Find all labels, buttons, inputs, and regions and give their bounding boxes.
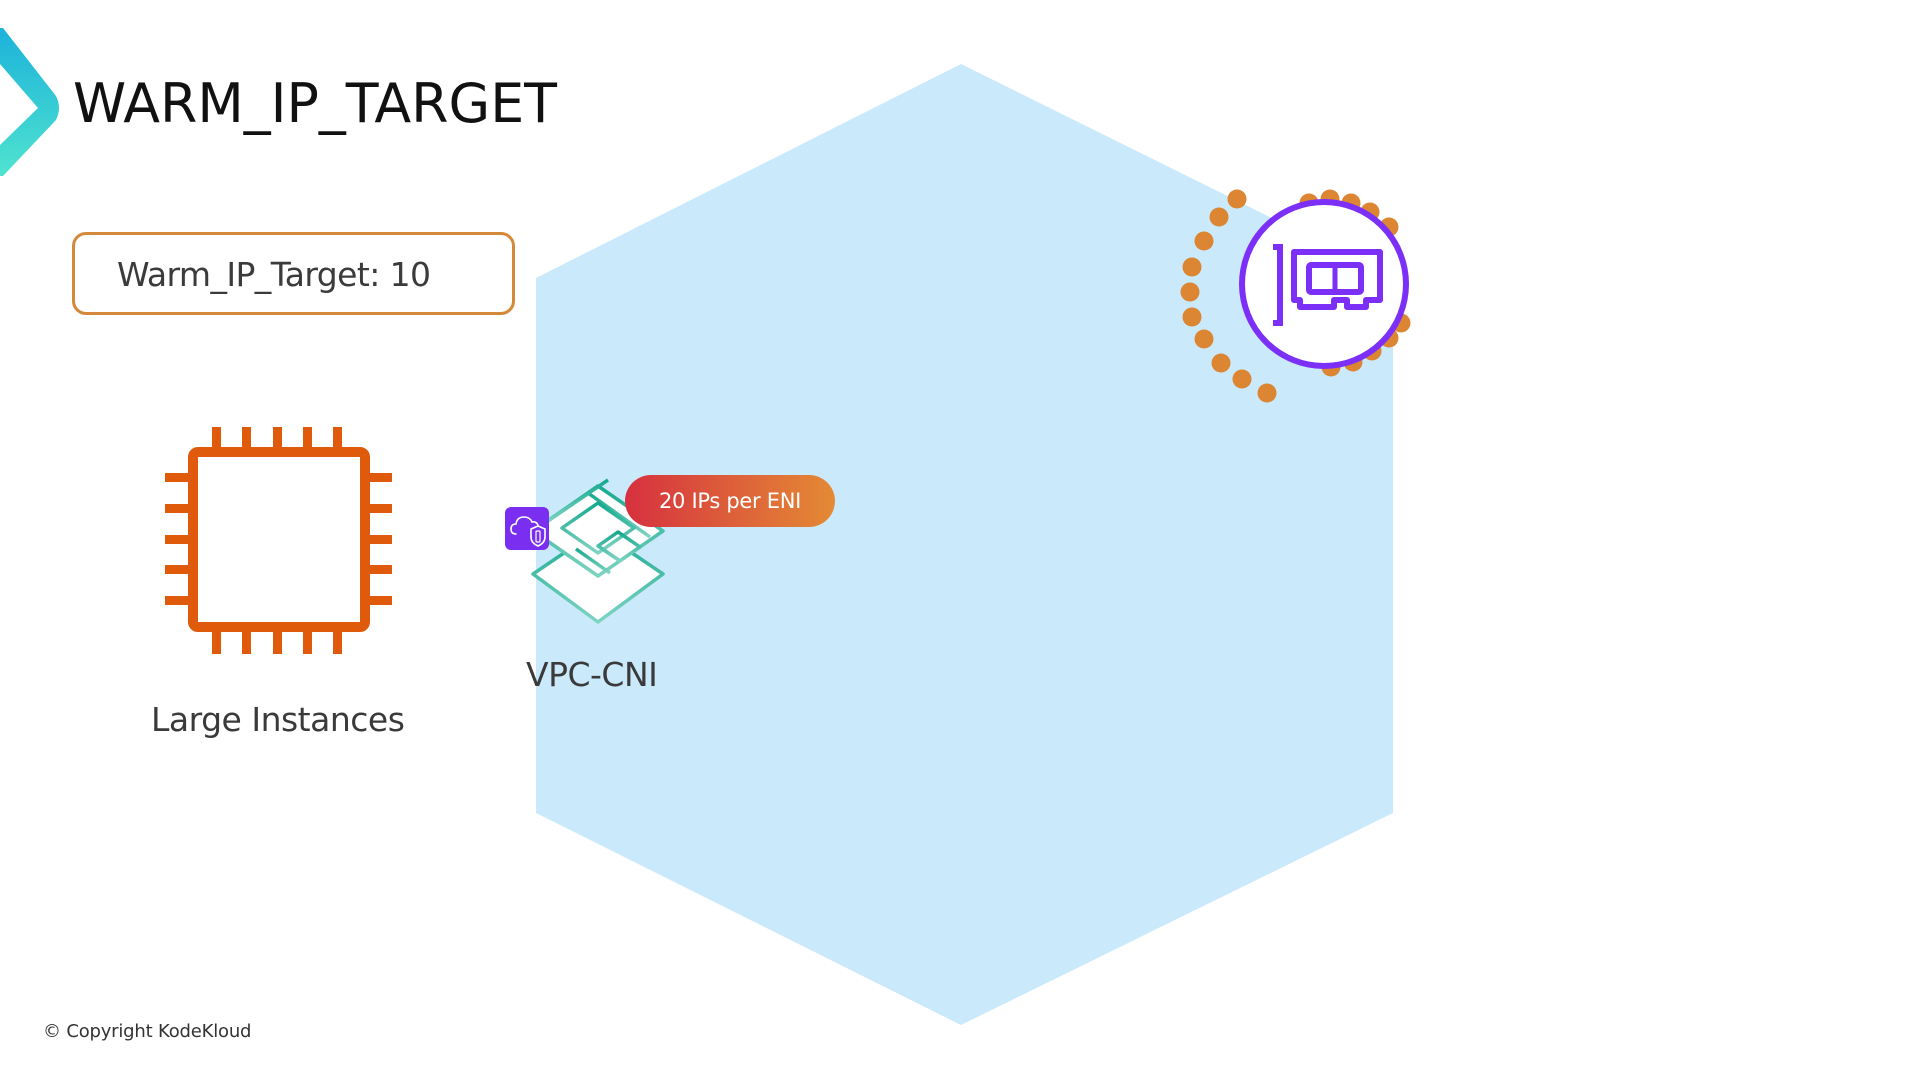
copyright-notice: © Copyright KodeKloud [43, 1021, 252, 1042]
warm-ip-target-value: Warm_IP_Target: 10 [117, 255, 431, 294]
ip-dot [1257, 383, 1277, 403]
ip-dot [1232, 369, 1252, 389]
ip-dot [1182, 257, 1202, 277]
ip-dot [1182, 307, 1202, 327]
ip-dot [1194, 231, 1214, 251]
network-interface-card-icon [1239, 199, 1409, 369]
ips-per-eni-text: 20 IPs per ENI [658, 489, 802, 513]
vpc-cni-label: VPC-CNI [526, 655, 658, 694]
kodekloud-logo-icon [0, 28, 59, 176]
large-instances-label: Large Instances [151, 700, 405, 739]
ip-dot [1211, 353, 1231, 373]
cloud-shield-icon [505, 507, 549, 550]
cluster-hexagon [536, 64, 1393, 1025]
ip-dot [1209, 207, 1229, 227]
slide-title: WARM_IP_TARGET [73, 72, 558, 135]
ip-dot [1194, 329, 1214, 349]
warm-ip-target-config-box: Warm_IP_Target: 10 [72, 232, 515, 315]
ec2-chip-icon [165, 427, 392, 654]
ips-per-eni-badge: 20 IPs per ENI [625, 475, 835, 527]
ip-dot [1227, 189, 1247, 209]
ip-dot [1180, 282, 1200, 302]
